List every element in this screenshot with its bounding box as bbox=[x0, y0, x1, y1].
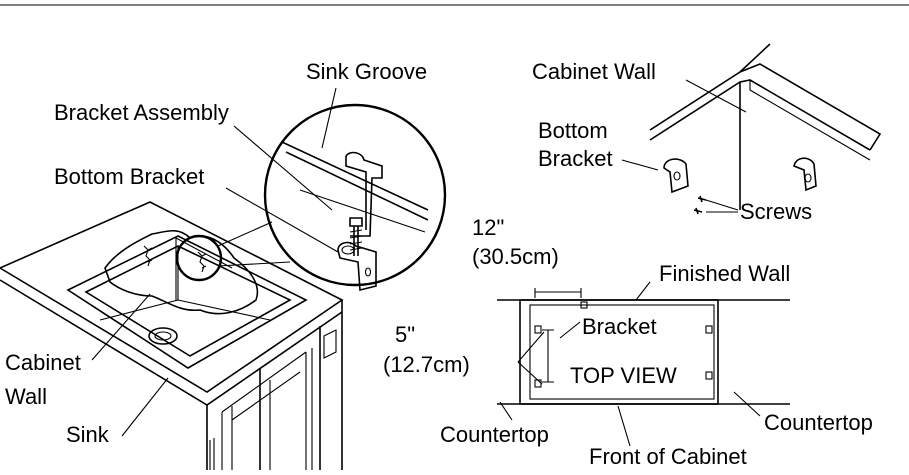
label-cabinet-wall-1: Cabinet bbox=[5, 350, 81, 375]
dim-12-marker bbox=[534, 288, 582, 298]
sink-countertop-illustration bbox=[0, 201, 344, 470]
cabinet-corner-illustration bbox=[649, 43, 882, 215]
leader-bottom-bracket bbox=[225, 187, 339, 253]
cabinet-handle bbox=[323, 329, 337, 359]
cabinet-inner-outline bbox=[529, 304, 715, 400]
bracket-marker-top bbox=[580, 301, 588, 309]
cabinet-door-hinge bbox=[209, 438, 215, 470]
dim-5-marker bbox=[542, 329, 554, 383]
top-view-diagram bbox=[497, 288, 790, 405]
bracket-right-small bbox=[197, 251, 207, 273]
bracket-marker-right-top bbox=[705, 325, 713, 334]
leader-front-of-cabinet bbox=[617, 405, 631, 447]
sink-edge-line bbox=[299, 189, 426, 233]
label-countertop-right: Countertop bbox=[764, 410, 873, 435]
leader-cabinet-wall bbox=[91, 293, 151, 361]
bracket-assembly-shape bbox=[345, 151, 383, 237]
label-top-view: TOP VIEW bbox=[570, 363, 677, 388]
leader-dim-5 bbox=[517, 331, 545, 385]
label-dim-12-cm: (30.5cm) bbox=[472, 244, 559, 269]
label-bottom-1: Bottom bbox=[538, 118, 608, 143]
screws-shape bbox=[693, 195, 707, 215]
wall-top-edge-a bbox=[649, 43, 771, 131]
sink-basin bbox=[84, 245, 292, 357]
leader-sink bbox=[121, 377, 169, 437]
right-bracket-left bbox=[663, 158, 689, 194]
leader-countertop-right bbox=[733, 391, 761, 417]
label-finished-wall: Finished Wall bbox=[659, 261, 790, 286]
label-cabinet-wall-top: Cabinet Wall bbox=[532, 59, 656, 84]
bottom-bracket-slot bbox=[341, 245, 355, 255]
sink-drain-inner bbox=[154, 331, 172, 341]
label-countertop-left: Countertop bbox=[440, 422, 549, 447]
label-cabinet-wall-2: Wall bbox=[5, 384, 47, 409]
label-bottom-2: Bracket bbox=[538, 146, 613, 171]
label-bracket-assembly: Bracket Assembly bbox=[54, 100, 229, 125]
leader-bottom-bracket-right bbox=[621, 159, 659, 171]
cabinet-outline bbox=[519, 299, 719, 405]
leader-screws bbox=[705, 199, 739, 213]
label-bottom-bracket: Bottom Bracket bbox=[54, 164, 204, 189]
wall-inner-edge bbox=[749, 80, 871, 161]
magnify-connectors bbox=[217, 221, 291, 267]
right-bracket-right-hole bbox=[804, 173, 812, 183]
wall-top-edge-c bbox=[739, 63, 882, 151]
leader-bracket-assembly bbox=[233, 125, 333, 211]
leader-bracket bbox=[559, 321, 581, 339]
wall-top-edge-b bbox=[649, 79, 871, 151]
label-screws: Screws bbox=[740, 199, 812, 224]
cabinet-door-panels bbox=[221, 348, 313, 470]
magnify-circle-small bbox=[175, 234, 223, 282]
label-front-of-cabinet: Front of Cabinet bbox=[589, 444, 747, 469]
leader-sink-groove bbox=[321, 87, 337, 149]
leader-cabinet-wall-top bbox=[685, 79, 747, 113]
right-bracket-left-hole bbox=[673, 171, 681, 181]
label-sink: Sink bbox=[66, 422, 110, 447]
sink-groove-lines bbox=[281, 141, 429, 221]
label-dim-12-in: 12" bbox=[472, 215, 504, 240]
sink-drain bbox=[148, 327, 178, 345]
label-sink-groove: Sink Groove bbox=[306, 59, 427, 84]
label-dim-5-in: 5" bbox=[395, 322, 415, 347]
bracket-left-small bbox=[143, 245, 153, 267]
leader-countertop-left bbox=[499, 401, 513, 421]
label-dim-5-cm: (12.7cm) bbox=[383, 352, 470, 377]
magnified-bracket-view bbox=[263, 103, 447, 292]
bracket-assembly-inner bbox=[345, 156, 367, 230]
magnify-circle-large bbox=[263, 103, 447, 287]
right-bracket-right bbox=[793, 157, 817, 192]
label-bracket: Bracket bbox=[582, 314, 657, 339]
cutaway-cloud bbox=[104, 229, 259, 315]
sink-rim bbox=[66, 235, 308, 369]
cabinet-front-lines bbox=[206, 312, 343, 470]
cabinet-wall-lines bbox=[175, 237, 233, 300]
bottom-bracket-hole bbox=[364, 267, 372, 277]
bracket-marker-right-bottom bbox=[705, 371, 713, 380]
bolt-thread bbox=[349, 229, 363, 251]
bracket-marker-left-top bbox=[534, 325, 542, 334]
bottom-bracket-shape bbox=[337, 241, 377, 292]
leader-finished-wall bbox=[635, 281, 651, 301]
cabinet-door-top bbox=[221, 351, 307, 421]
